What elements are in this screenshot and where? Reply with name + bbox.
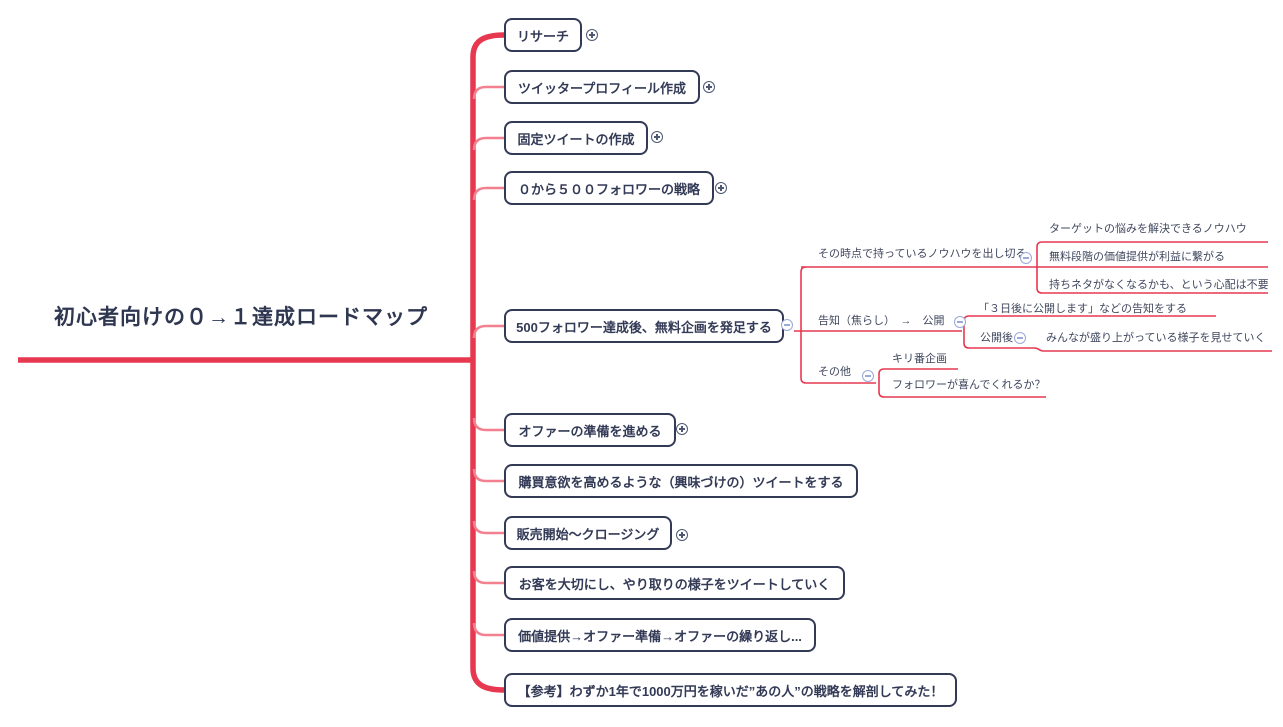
connector-0-500-strategy — [472, 186, 504, 201]
subnode-deliver-all-knowhow[interactable]: その時点で持っているノウハウを出し切る — [818, 248, 1027, 260]
connector-500-followers — [472, 324, 504, 339]
node-customer-care-tweets[interactable]: お客を大切にし、やり取りの様子をツイートしていく — [504, 566, 845, 600]
leaf-free-value-leads-profit[interactable]: 無料段階の価値提供が利益に繋がる — [1049, 251, 1225, 263]
collapse-icon[interactable] — [1020, 252, 1032, 264]
collapse-icon[interactable] — [954, 316, 966, 328]
branch-sonota-children-bracket — [878, 368, 1046, 398]
node-buying-intent-tweets[interactable]: 購買意欲を高めるような（興味づけの）ツイートをする — [504, 464, 858, 498]
leaf-announce-3days[interactable]: 「３日後に公開します」などの告知をする — [978, 303, 1187, 315]
leaf-show-excitement[interactable]: みんなが盛り上がっている様子を見せていく — [1046, 332, 1266, 344]
node-reference-analysis[interactable]: 【参考】わずか1年で1000万円を稼いだ”あの人”の戦略を解剖してみた！ — [504, 673, 957, 707]
expand-icon[interactable] — [676, 423, 688, 435]
connector-sales-closing — [472, 520, 504, 535]
expand-icon[interactable] — [703, 81, 715, 93]
node-500-followers-free-project[interactable]: 500フォロワー達成後、無料企画を発足する — [504, 309, 784, 343]
trunk-line — [470, 32, 507, 693]
expand-icon[interactable] — [651, 131, 663, 143]
subnode-announce-release[interactable]: 告知（焦らし） → 公開 — [818, 315, 945, 327]
branch-main-vertical — [800, 266, 876, 384]
branch-nouhau-children-bracket — [1036, 241, 1268, 294]
subnode-others[interactable]: その他 — [818, 366, 851, 378]
expand-icon[interactable] — [586, 29, 598, 41]
branch-kokuchi-children-bracket — [963, 315, 1272, 352]
connector-buying-intent — [472, 468, 504, 483]
leaf-no-worry-running-out[interactable]: 持ちネタがなくなるかも、という心配は不要 — [1049, 279, 1269, 291]
node-research[interactable]: リサーチ — [504, 18, 582, 52]
node-value-offer-cycle[interactable]: 価値提供→オファー準備→オファーの繰り返し... — [504, 618, 816, 652]
leaf-target-problem-knowhow[interactable]: ターゲットの悩みを解決できるノウハウ — [1049, 223, 1247, 235]
collapse-icon[interactable] — [781, 319, 793, 331]
leaf-will-followers-enjoy[interactable]: フォロワーが喜んでくれるか？ — [892, 379, 1046, 391]
leaf-milestone-project[interactable]: キリ番企画 — [892, 353, 947, 365]
expand-icon[interactable] — [676, 529, 688, 541]
root-node[interactable]: 初心者向けの０→１達成ロードマップ — [54, 306, 428, 329]
connector-value-cycle — [472, 622, 504, 637]
node-0-500-strategy[interactable]: ０から５００フォロワーの戦略 — [504, 171, 714, 205]
node-sales-closing[interactable]: 販売開始〜クロージング — [504, 516, 672, 550]
connector-twitter-profile — [472, 85, 504, 100]
collapse-icon[interactable] — [862, 370, 874, 382]
node-offer-preparation[interactable]: オファーの準備を進める — [504, 413, 676, 447]
node-pinned-tweet[interactable]: 固定ツイートの作成 — [504, 121, 648, 155]
subnode-after-release[interactable]: 公開後 — [980, 332, 1013, 344]
collapse-icon[interactable] — [1014, 332, 1026, 344]
connector-offer-preparation — [472, 417, 504, 432]
expand-icon[interactable] — [715, 182, 727, 194]
node-twitter-profile[interactable]: ツイッタープロフィール作成 — [504, 70, 700, 104]
connector-pinned-tweet — [472, 136, 504, 151]
connector-customer-care — [472, 570, 504, 585]
